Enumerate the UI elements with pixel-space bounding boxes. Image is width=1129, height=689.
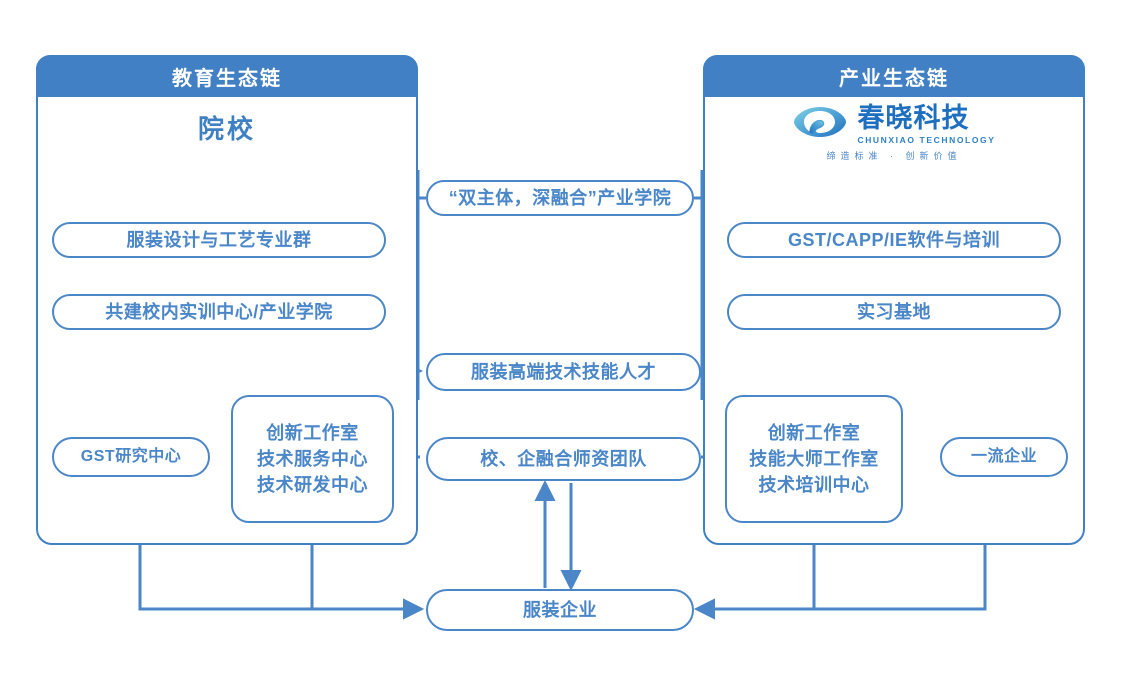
left-center-line-2: 技术服务中心 [257, 448, 368, 469]
logo-slogan: 缔造标准 · 创新价值 [826, 150, 962, 161]
node-training-center[interactable]: 共建校内实训中心/产业学院 [52, 294, 386, 330]
node-industry-college[interactable]: “双主体，深融合”产业学院 [426, 180, 694, 216]
right-center-line-1: 创新工作室 [767, 422, 861, 443]
left-panel-subtitle: 院校 [197, 114, 256, 144]
node-internship-base[interactable]: 实习基地 [727, 294, 1061, 330]
wire-left-panel-to-apparel [138, 545, 424, 620]
node-major-group[interactable]: 服装设计与工艺专业群 [52, 222, 386, 258]
node-talent[interactable]: 服装高端技术技能人才 [426, 353, 701, 391]
left-panel-header: 教育生态链 [36, 55, 418, 97]
right-center-line-2: 技能大师工作室 [749, 448, 879, 469]
left-center-line-1: 创新工作室 [266, 422, 359, 443]
node-right-centers[interactable]: 创新工作室 技能大师工作室 技术培训中心 [725, 395, 903, 523]
chunxiao-logo: 春晓科技 CHUNXIAO TECHNOLOGY 缔造标准 · 创新价值 [705, 103, 1083, 162]
logo-english-name: CHUNXIAO TECHNOLOGY [857, 134, 996, 145]
node-faculty-team[interactable]: 校、企融合师资团队 [426, 437, 701, 481]
left-center-line-3: 技术研发中心 [257, 475, 368, 496]
node-apparel-enterprise[interactable]: 服装企业 [426, 589, 694, 631]
node-gst-research[interactable]: GST研究中心 [52, 437, 210, 477]
node-software-training[interactable]: GST/CAPP/IE软件与培训 [727, 222, 1061, 258]
chunxiao-eye-logo-icon [792, 105, 848, 144]
right-center-line-3: 技术培训中心 [758, 475, 870, 496]
right-panel-header: 产业生态链 [703, 55, 1085, 97]
node-top-enterprise[interactable]: 一流企业 [940, 437, 1068, 477]
wire-right-panel-to-apparel [694, 545, 987, 620]
node-left-centers[interactable]: 创新工作室 技术服务中心 技术研发中心 [231, 395, 394, 523]
logo-chinese-name: 春晓科技 [857, 103, 970, 133]
